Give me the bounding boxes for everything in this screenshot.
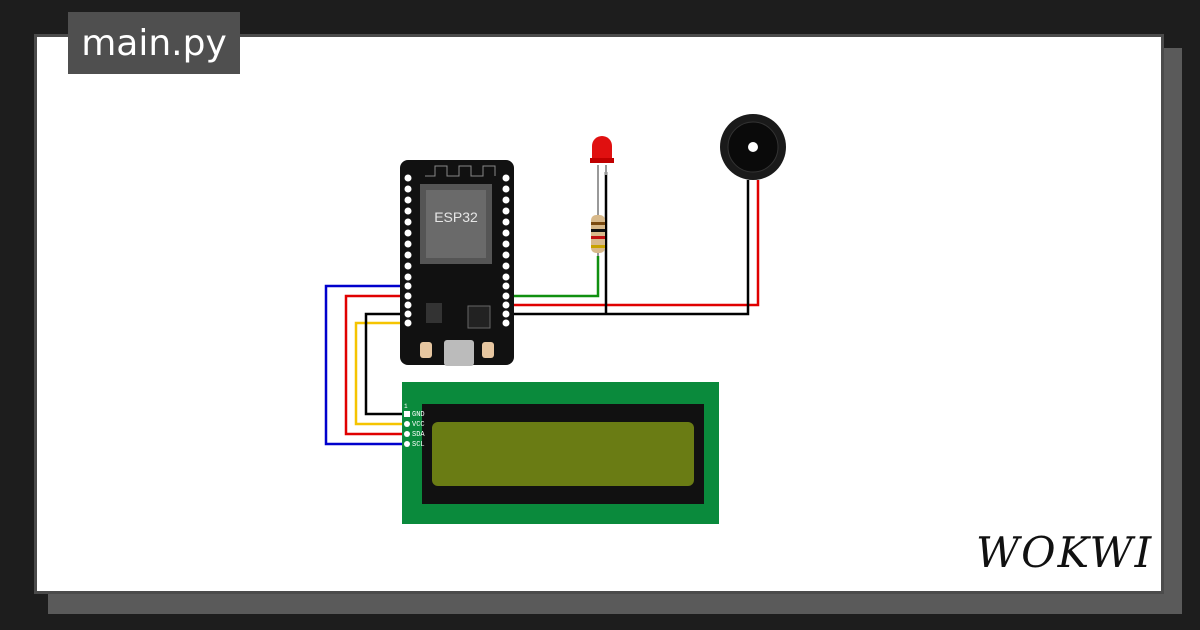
wire-led-green (508, 256, 600, 298)
lcd-pin-gnd: GND (412, 411, 425, 419)
wire-vcc-yellow (354, 321, 408, 426)
lcd-display[interactable]: 1 GND VCC SDA SCL (402, 382, 719, 524)
resistor[interactable] (591, 200, 605, 256)
lcd-pins: 1 GND VCC SDA SCL (404, 403, 425, 449)
file-tab[interactable]: main.py (68, 12, 240, 74)
lcd-pin-scl: SCL (412, 441, 425, 449)
wire-sda-red (344, 294, 408, 436)
file-tab-label: main.py (81, 22, 227, 64)
lcd-pin-vcc: VCC (412, 421, 425, 429)
buzzer[interactable] (720, 114, 786, 180)
esp32-label: ESP32 (434, 209, 478, 225)
esp32-board[interactable]: ESP32 (400, 160, 514, 366)
wires (324, 172, 760, 446)
wire-scl-blue (324, 284, 408, 446)
wire-gnd-black (364, 312, 408, 416)
lcd-pin1-label: 1 (404, 403, 408, 410)
wire-gnd-black-right (508, 180, 750, 316)
esp32-pins-right (502, 174, 510, 327)
esp32-pins-left (404, 174, 412, 327)
lcd-pin-sda: SDA (412, 431, 425, 439)
wokwi-logo: WOKWI (976, 528, 1154, 577)
led-red[interactable] (590, 136, 614, 200)
wire-buzzer-red (508, 180, 760, 307)
